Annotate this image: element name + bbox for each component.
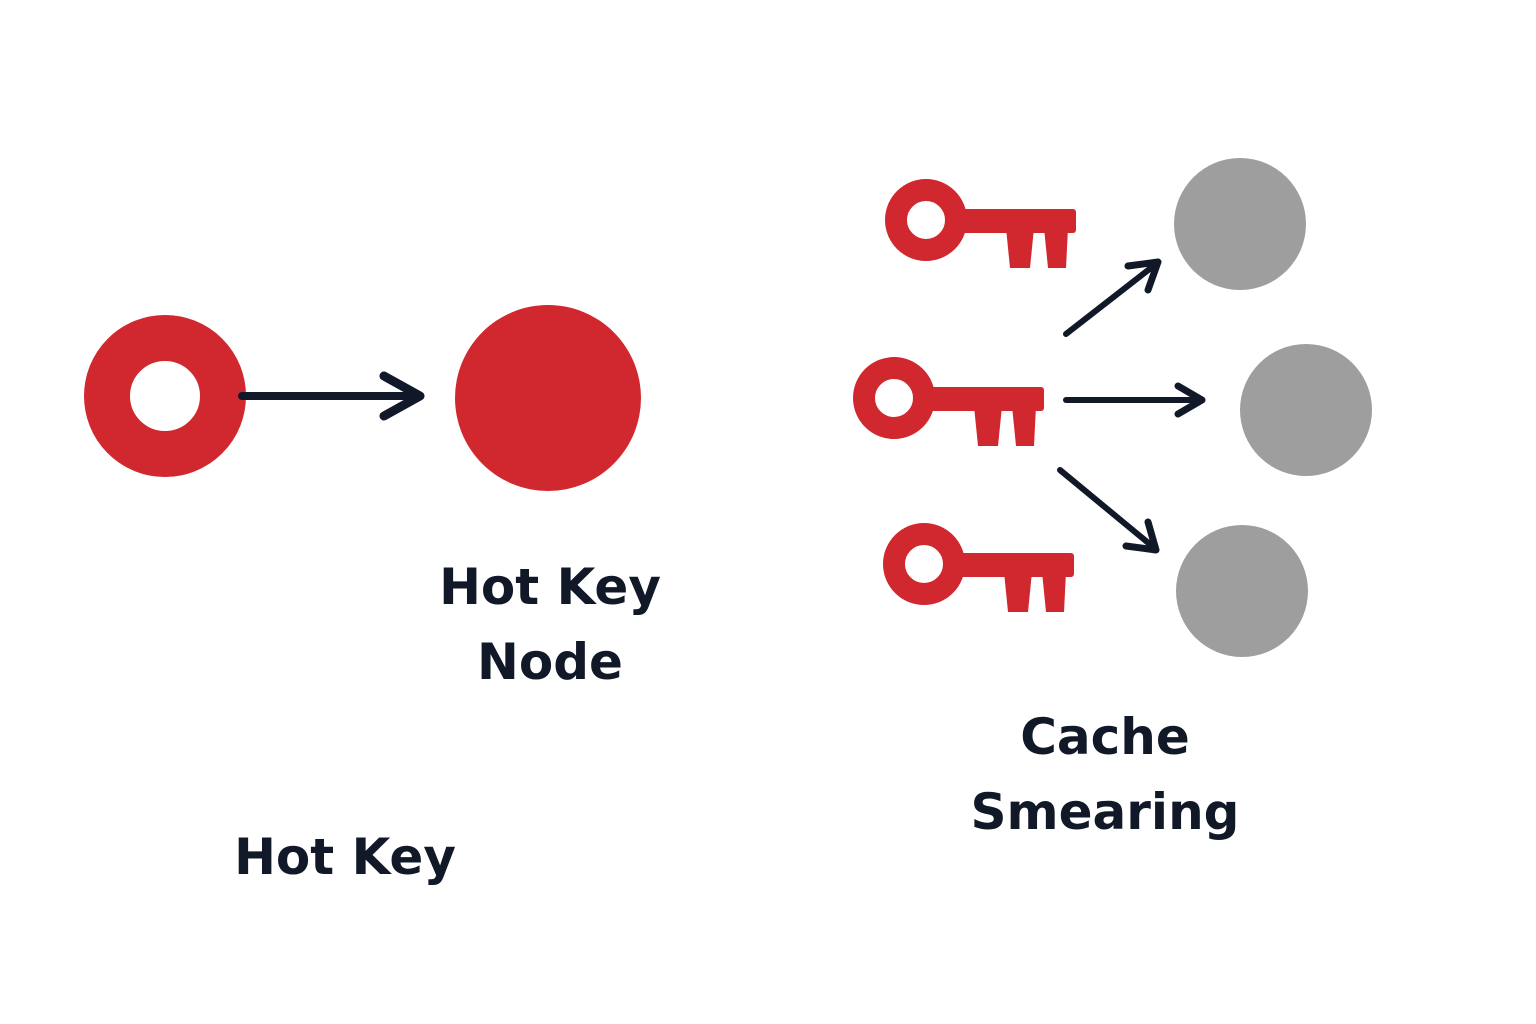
smear-arrow-head-down (1122, 518, 1160, 554)
hot-key-caption-text: Hot Key (234, 828, 456, 886)
cache-smearing-caption-line1: Cache (1020, 708, 1190, 766)
hot-node-circle (455, 305, 641, 491)
hot-key-node-label: Hot Key Node (420, 550, 680, 700)
key-icon (894, 534, 1074, 612)
smear-arrow-shaft-down (1057, 467, 1155, 549)
key-icon (896, 190, 1076, 268)
key-icon (864, 368, 1044, 446)
smear-arrow-shaft-up (1063, 261, 1159, 337)
hot-key-caption: Hot Key (190, 820, 500, 895)
hot-key-arrow-head (379, 371, 425, 421)
smear-arrow-head-mid (1174, 382, 1206, 418)
cache-node-circle (1174, 158, 1306, 290)
cache-node-circle (1240, 344, 1372, 476)
smear-arrow-head-up (1124, 258, 1162, 294)
cache-smearing-caption: Cache Smearing (940, 700, 1270, 850)
hot-key-node-label-line2: Node (477, 633, 623, 691)
cache-smearing-caption-line2: Smearing (970, 783, 1240, 841)
cache-node-circle (1176, 525, 1308, 657)
hot-key-node-label-line1: Hot Key (439, 558, 661, 616)
hot-key-ring-icon (84, 315, 246, 477)
